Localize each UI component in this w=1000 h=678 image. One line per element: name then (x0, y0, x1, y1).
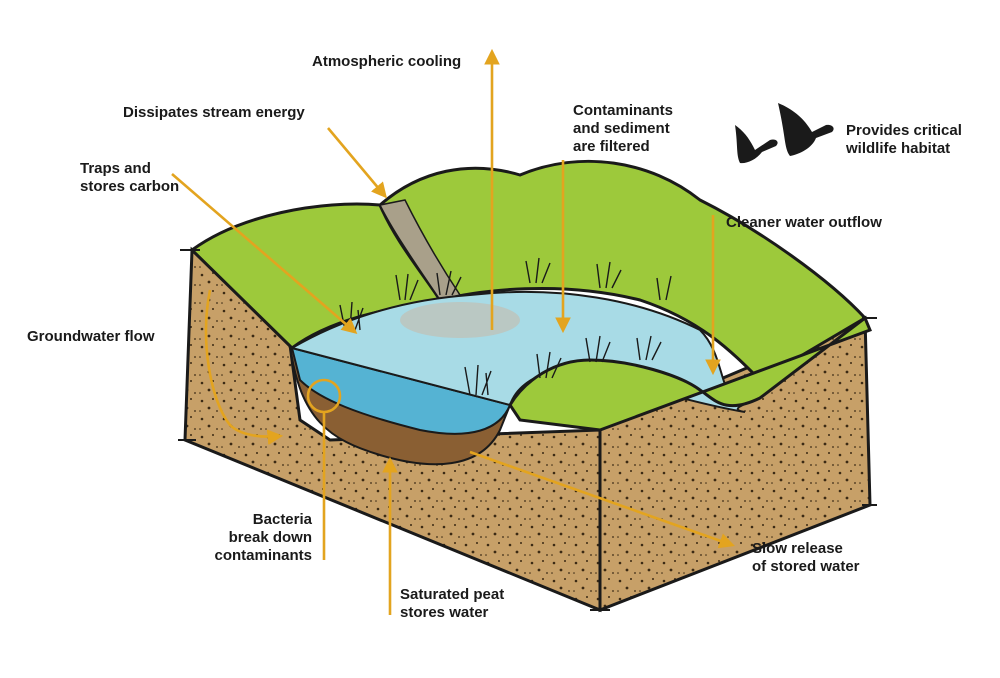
label-bacteria: Bacteria break down contaminants (214, 511, 312, 564)
duck-icon (735, 125, 778, 164)
arrow-groundwater (204, 289, 284, 446)
label-atmospheric-cooling: Atmospheric cooling (312, 53, 462, 70)
arrow-slow-release (469, 450, 735, 549)
muddy-patch (400, 302, 520, 338)
label-dissipates-stream-energy: Dissipates stream energy (123, 104, 305, 121)
label-wildlife-habitat: Provides critical wildlife habitat (846, 122, 962, 157)
label-contaminants: Contaminants and sediment are filtered (573, 102, 674, 155)
arrow-traps-carbon (171, 173, 358, 335)
reeds (339, 257, 672, 396)
duck-icon (778, 103, 834, 156)
label-groundwater-flow: Groundwater flow (27, 328, 155, 345)
label-traps-carbon: Traps and stores carbon (80, 160, 180, 195)
bacteria-callout-circle (306, 378, 342, 414)
grass-front-mound (508, 315, 872, 432)
label-slow-release: Slow release of stored water (752, 540, 860, 575)
label-cleaner-water: Cleaner water outflow (726, 214, 882, 231)
arrow-dissipates-energy (327, 127, 388, 199)
water-front (290, 346, 512, 435)
label-saturated-peat: Saturated peat stores water (400, 586, 505, 621)
ducks (735, 103, 834, 164)
